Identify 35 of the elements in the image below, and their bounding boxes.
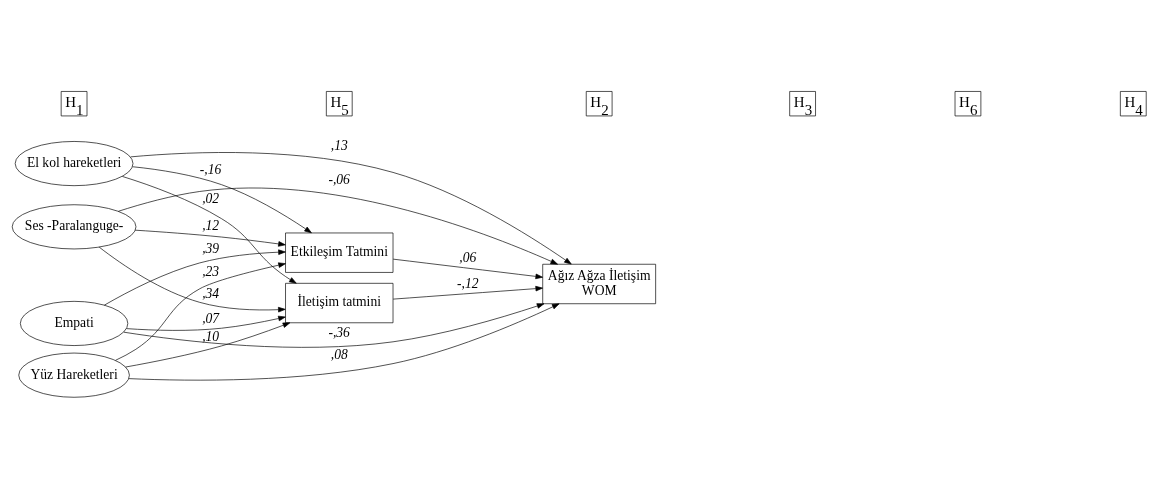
node-ellipse: El kol hareketleri: [14, 140, 134, 186]
arrow: [125, 321, 291, 367]
edge-label: ,39: [202, 240, 220, 256]
node-box: Etkileşim Tatmini: [285, 232, 394, 273]
arrow: [115, 261, 286, 361]
edge-label: -,36: [328, 324, 350, 340]
arrow: [130, 151, 572, 264]
edge-label: ,12: [202, 217, 220, 233]
arrow: [126, 315, 286, 331]
node-box: Ağız Ağza İletişim WOM: [542, 263, 656, 304]
edge-label: ,08: [330, 346, 348, 362]
node-ellipse: Ses -Paralanguge-: [11, 203, 137, 249]
arrow: [132, 165, 312, 233]
arrow: [392, 285, 543, 299]
arrow: [98, 246, 286, 312]
arrow: [392, 258, 543, 279]
node-ellipse: Empati: [20, 300, 129, 346]
arrow: [118, 187, 558, 265]
edge-label: ,02: [202, 190, 220, 206]
edge-label: ,10: [202, 328, 220, 344]
arrow: [104, 248, 286, 305]
arrow: [122, 175, 297, 284]
edge-label: ,23: [202, 263, 220, 279]
edge-label: -,12: [456, 275, 479, 291]
arrow: [128, 302, 560, 380]
edge-label: -,06: [328, 171, 350, 187]
arrow: [134, 229, 286, 247]
node-box: İletişim tatmini: [285, 282, 394, 323]
edge-label: ,06: [459, 249, 477, 265]
edge-label: ,34: [202, 285, 220, 301]
node-ellipse: Yüz Hareketleri: [18, 352, 130, 398]
arrow: [123, 302, 545, 348]
edge-label: ,13: [330, 137, 348, 153]
edge-label: ,07: [202, 310, 220, 326]
edge-label: -,16: [199, 161, 222, 177]
